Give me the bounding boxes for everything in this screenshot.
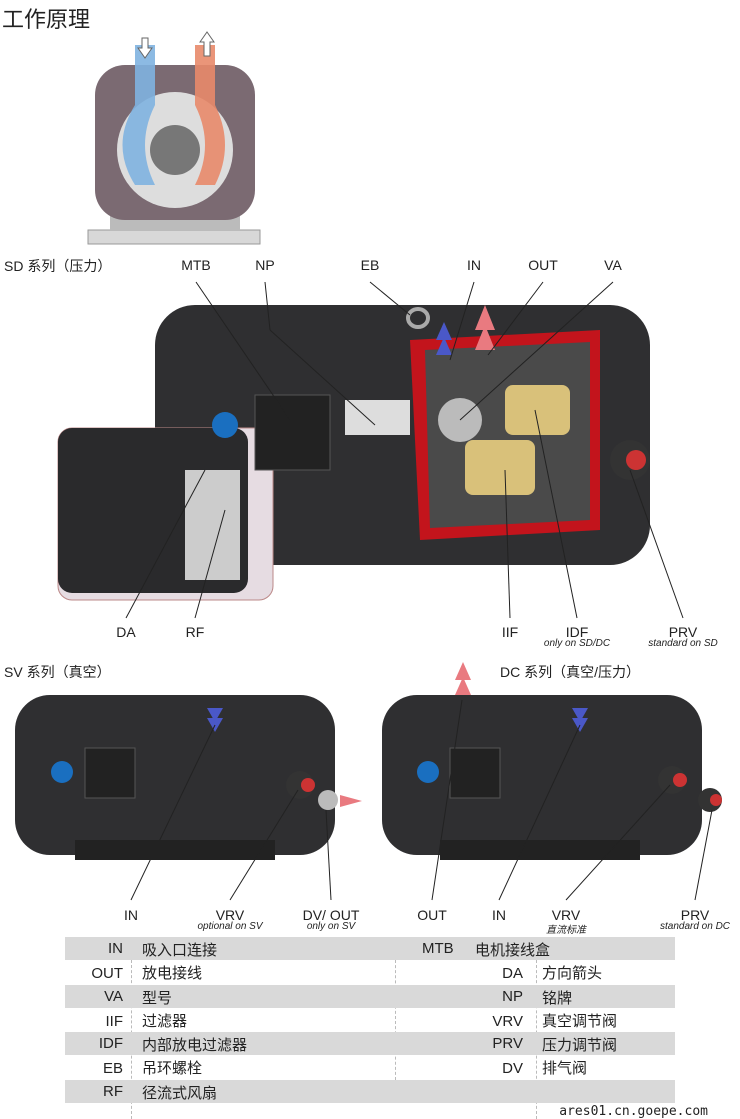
legend-code: DA: [502, 965, 523, 982]
dc-pump: [382, 662, 722, 860]
divider: [395, 960, 396, 1080]
label-iif: IIF: [501, 624, 519, 640]
legend-code: VA: [104, 988, 123, 1005]
legend-code: IN: [108, 940, 123, 957]
legend-text: 型号: [142, 990, 173, 1007]
dc-label-prv-code: PRV: [680, 907, 710, 923]
sv-label-vrv-note: optional on SV: [197, 921, 263, 932]
sv-label-vrv-code: VRV: [215, 907, 245, 923]
legend-text: 吊环螺栓: [142, 1060, 203, 1077]
dc-label-vrv-note: 直流标准: [546, 925, 586, 936]
legend-code: EB: [102, 1060, 123, 1077]
legend-text: 真空调节阀: [542, 1013, 618, 1030]
legend-text: 径流式风扇: [142, 1085, 218, 1102]
legend-code: NP: [502, 988, 523, 1005]
sd-pump: [57, 305, 650, 601]
label-in: IN: [467, 257, 481, 273]
label-idf-note: only on SD/DC: [543, 638, 611, 649]
label-prv-note: standard on SD: [648, 638, 718, 649]
label-out: OUT: [528, 257, 558, 273]
sv-dc-callout-lines: [130, 699, 713, 901]
label-va: VA: [604, 257, 622, 273]
dc-label-vrv: VRV 直流标准: [546, 907, 586, 936]
sv-label-in: IN: [124, 907, 138, 923]
legend-text: 放电接线: [142, 965, 203, 982]
legend-row: IIF 过滤器 VRV 真空调节阀: [65, 1008, 675, 1031]
legend-code: RF: [103, 1083, 123, 1100]
legend-code: OUT: [91, 965, 123, 982]
sv-pump: [15, 695, 362, 860]
legend-text: 排气阀: [542, 1060, 588, 1077]
dc-label-vrv-code: VRV: [551, 907, 581, 923]
section-sd-title: SD 系列（压力）: [4, 258, 112, 274]
sv-label-dv-note: only on SV: [306, 921, 356, 932]
dc-label-out: OUT: [417, 907, 447, 923]
legend-code: PRV: [492, 1035, 523, 1052]
legend-text: 过滤器: [142, 1013, 188, 1030]
legend-code: MTB: [422, 940, 454, 957]
sd-callout-lines: [125, 281, 684, 619]
legend-code: VRV: [492, 1013, 523, 1030]
section-sv-title: SV 系列（真空）: [4, 664, 111, 680]
legend-code: IDF: [98, 1035, 123, 1052]
label-np: NP: [255, 257, 275, 273]
label-da: DA: [116, 624, 136, 640]
legend-code: IIF: [105, 1013, 124, 1030]
legend-text: 方向箭头: [542, 965, 603, 982]
legend-row: OUT 放电接线 DA 方向箭头: [65, 960, 675, 986]
label-prv-code: PRV: [668, 624, 698, 640]
legend-code: DV: [502, 1060, 523, 1077]
legend-text: 压力调节阀: [542, 1037, 618, 1054]
legend-text: 铭牌: [542, 990, 573, 1007]
legend-text: 吸入口连接: [142, 942, 218, 959]
label-mtb: MTB: [181, 257, 211, 273]
working-principle-diagram: [87, 31, 261, 245]
page-title: 工作原理: [2, 8, 91, 33]
legend-text: 电机接线盒: [475, 942, 551, 959]
legend-text: 内部放电过滤器: [142, 1037, 248, 1054]
label-eb: EB: [360, 257, 380, 273]
label-rf: RF: [185, 624, 205, 640]
legend-row: RF 径流式风扇: [65, 1080, 675, 1103]
watermark-url: ares01.cn.goepe.com: [559, 1104, 708, 1119]
legend-row: EB 吊环螺栓 DV 排气阀: [65, 1055, 675, 1078]
label-idf-code: IDF: [565, 624, 589, 640]
legend-row: IDF 内部放电过滤器 PRV 压力调节阀: [65, 1032, 675, 1055]
sv-label-dv-code: DV/ OUT: [302, 907, 360, 923]
dc-label-prv-note: standard on DC: [659, 921, 731, 932]
dc-label-in: IN: [492, 907, 506, 923]
legend-row: VA 型号 NP 铭牌: [65, 985, 675, 1008]
section-dc-title: DC 系列（真空/压力）: [500, 664, 640, 680]
pump-illustrations: [15, 31, 722, 901]
legend-row: IN 吸入口连接 MTB 电机接线盒: [65, 937, 675, 960]
